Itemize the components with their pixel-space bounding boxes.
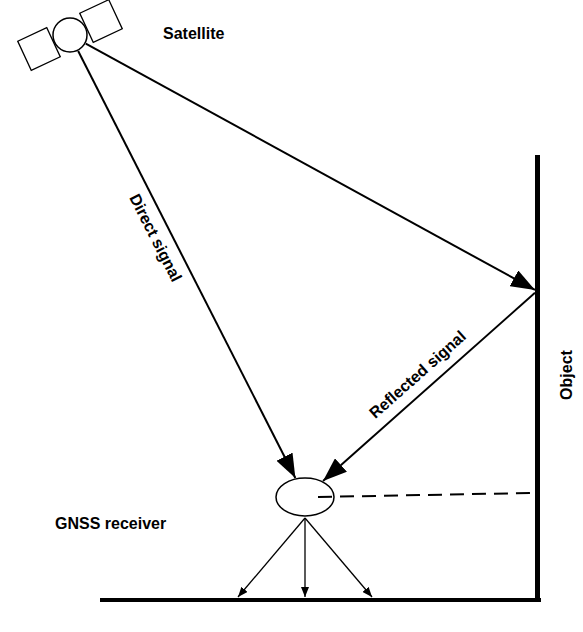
tripod-leg (305, 518, 372, 597)
satellite-icon (52, 17, 88, 53)
tripod-leg (304, 518, 305, 597)
antenna-outline (276, 478, 334, 516)
tripod-leg (238, 518, 305, 597)
node-label: GNSS receiver (55, 515, 166, 533)
signal-arrow (86, 44, 535, 290)
node-label: Object (558, 350, 576, 400)
signal-arrow (323, 293, 535, 481)
dashed-distance-line (318, 493, 531, 497)
signal-arrow (78, 51, 295, 478)
signal-label: Direct signal (125, 191, 185, 285)
satellite-node: Satellite (52, 17, 88, 53)
receiver-node: GNSS receiver (275, 477, 335, 517)
node-label: Satellite (163, 25, 224, 43)
ground-line (100, 598, 541, 602)
satellite-body (53, 18, 87, 52)
object-wall: Object (535, 155, 540, 602)
receiver-antenna (275, 477, 335, 517)
signal-label: Reflected signal (366, 327, 470, 422)
